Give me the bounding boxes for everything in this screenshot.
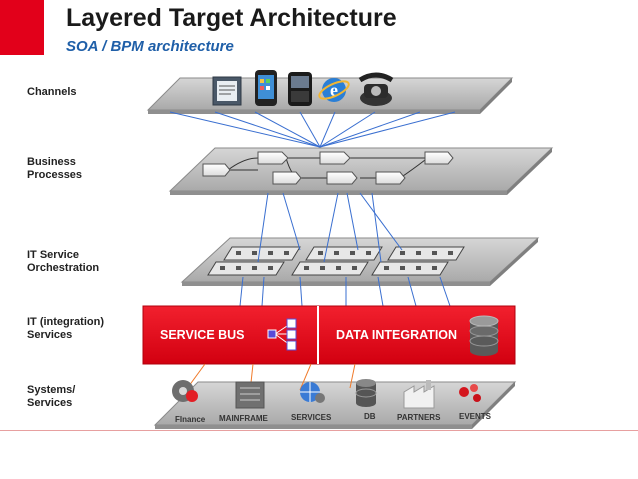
integration-band [142,305,516,365]
service-bus-label: SERVICE BUS [160,328,245,342]
system-label-db: DB [364,412,376,421]
system-label-partners: PARTNERS [397,413,441,422]
page-subtitle: SOA / BPM architecture [66,38,234,55]
blackberry-icon [288,72,312,106]
system-label-finance: FInance [175,415,206,424]
layer-label-business-processes: Business Processes [27,156,83,181]
db-stack-icon [355,379,377,407]
factory-icon [403,380,435,409]
system-labels: FInance MAINFRAME SERVICES DB PARTNERS E… [175,412,492,424]
bottom-divider [0,430,638,431]
system-label-services: SERVICES [291,413,332,422]
internet-explorer-icon: e [318,78,350,102]
globe-services-icon [300,382,325,403]
desktop-app-icon [212,76,242,106]
system-label-mainframe: MAINFRAME [219,414,269,423]
connector-lines [169,111,456,307]
layer-label-channels: Channels [27,86,77,98]
gear-icon [172,380,198,402]
orchestration-nodes [220,251,453,270]
layer-label-systems-services: Systems/ Services [27,384,76,409]
page-title: Layered Target Architecture [66,4,397,32]
layer-label-it-service-orchestration: IT Service Orchestration [27,249,100,274]
telephone-icon [358,72,394,106]
service-bus-icon [267,318,297,351]
data-integration-label: DATA INTEGRATION [336,328,457,342]
layer-label-it-integration-services: IT (integration) Services [27,316,104,341]
events-icon [459,384,481,402]
smartphone-icon [255,70,277,106]
server-icon [235,381,265,409]
svg-text:e: e [330,80,338,100]
system-label-events: EVENTS [459,412,492,421]
process-steps [202,151,454,185]
database-icon [469,315,499,356]
brand-red-bar [0,0,44,55]
